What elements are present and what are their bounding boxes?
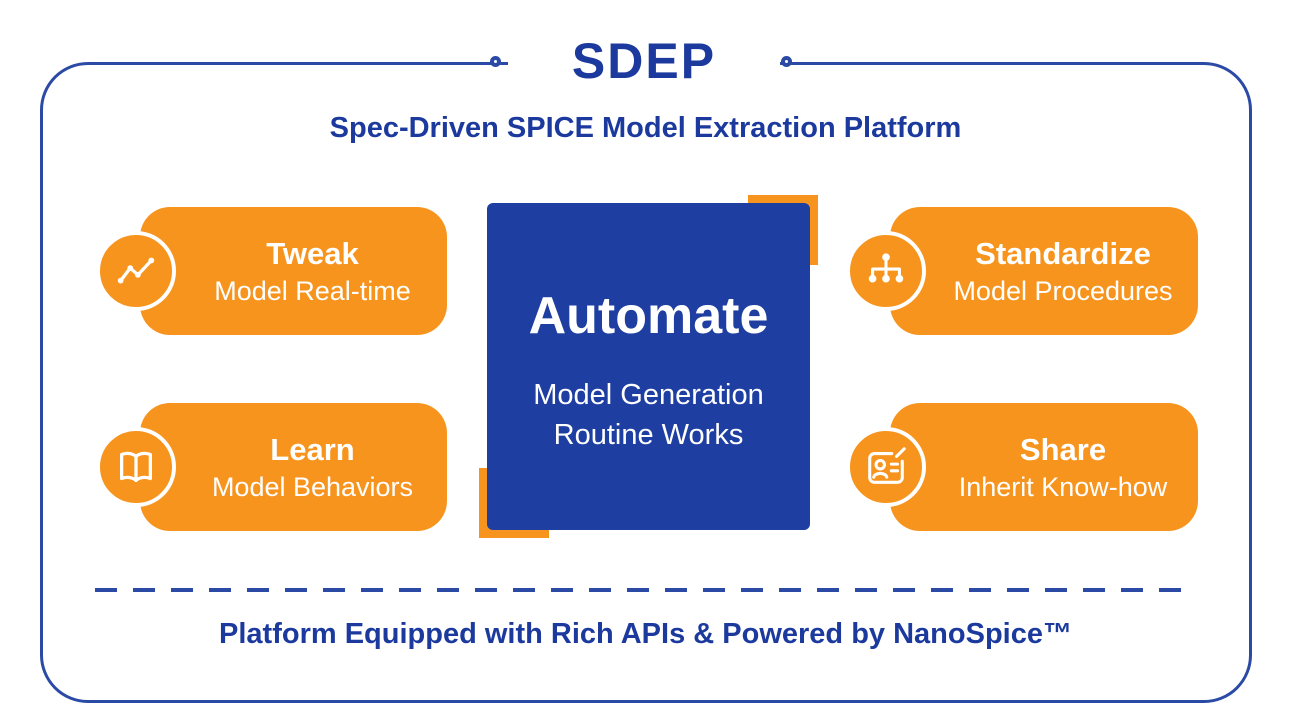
tweak-title: Tweak xyxy=(266,235,359,271)
card-share: Share Inherit Know-how xyxy=(846,403,1198,531)
tweak-text: Tweak Model Real-time xyxy=(188,234,437,308)
learn-text: Learn Model Behaviors xyxy=(188,430,437,504)
card-tweak: Tweak Model Real-time xyxy=(96,207,447,335)
tweak-subtitle: Model Real-time xyxy=(214,275,411,306)
standardize-icon-circle xyxy=(846,231,926,311)
standardize-text: Standardize Model Procedures xyxy=(938,234,1188,308)
dashed-divider xyxy=(95,588,1196,592)
card-standardize: Standardize Model Procedures xyxy=(846,207,1198,335)
automate-line-2: Routine Works xyxy=(553,418,744,451)
standardize-title: Standardize xyxy=(975,235,1151,271)
line-chart-icon xyxy=(117,257,155,284)
learn-subtitle: Model Behaviors xyxy=(211,471,414,502)
share-subtitle: Inherit Know-how xyxy=(958,471,1168,502)
share-text: Share Inherit Know-how xyxy=(938,430,1188,504)
open-book-icon xyxy=(119,451,153,483)
footer-text: Platform Equipped with Rich APIs & Power… xyxy=(219,618,1072,650)
tweak-icon-circle xyxy=(96,231,176,311)
learn-title: Learn xyxy=(270,431,355,467)
page-subtitle: Spec-Driven SPICE Model Extraction Platf… xyxy=(329,112,962,144)
page-title: SDEP xyxy=(571,33,717,89)
automate-title: Automate xyxy=(528,287,769,346)
person-note-icon xyxy=(868,447,906,484)
share-icon-circle xyxy=(846,427,926,507)
title-connector-dot-right xyxy=(781,56,792,67)
center-card-wrap: Automate Model Generation Routine Works xyxy=(479,195,818,538)
title-connector-dot-left xyxy=(490,56,501,67)
automate-line-1: Model Generation xyxy=(533,379,764,412)
standardize-subtitle: Model Procedures xyxy=(953,275,1173,306)
learn-icon-circle xyxy=(96,427,176,507)
card-learn: Learn Model Behaviors xyxy=(96,403,447,531)
title-band: SDEP xyxy=(508,24,780,98)
share-title: Share xyxy=(1019,431,1107,467)
hierarchy-icon xyxy=(868,253,904,283)
automate-card: Automate Model Generation Routine Works xyxy=(487,203,810,530)
